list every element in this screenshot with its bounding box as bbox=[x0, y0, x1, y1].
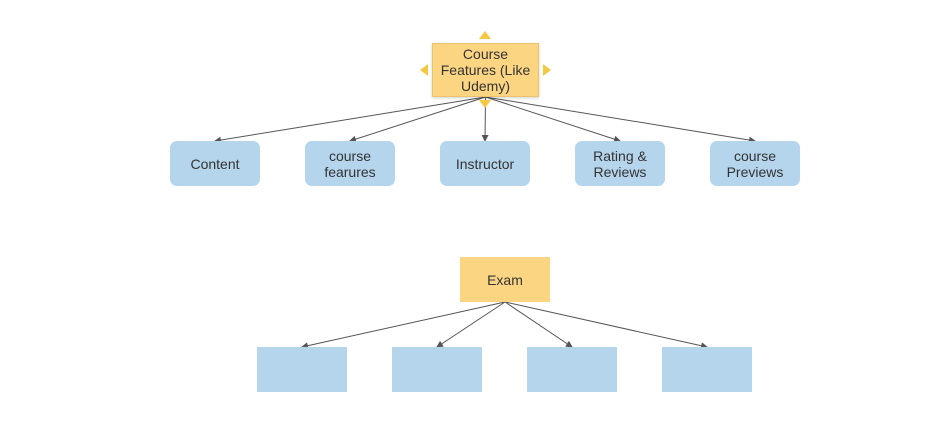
instructor-node[interactable]: Instructor bbox=[440, 141, 530, 186]
exam-child-node[interactable] bbox=[662, 347, 752, 392]
rating-reviews-node[interactable]: Rating & Reviews bbox=[575, 141, 665, 186]
exam-child-node[interactable] bbox=[527, 347, 617, 392]
connector-arrow[interactable] bbox=[349, 96, 486, 143]
connector-arrow[interactable] bbox=[504, 301, 708, 350]
content-node[interactable]: Content bbox=[170, 141, 260, 186]
connector-arrow[interactable] bbox=[485, 96, 621, 143]
connector-arrow[interactable] bbox=[214, 96, 486, 144]
resize-handle-down-icon[interactable] bbox=[479, 100, 491, 108]
course-fearures-node[interactable]: course fearures bbox=[305, 141, 395, 186]
resize-handle-right-icon[interactable] bbox=[543, 64, 551, 76]
exam-child-node[interactable] bbox=[392, 347, 482, 392]
course-previews-node[interactable]: course Previews bbox=[710, 141, 800, 186]
connector-arrow[interactable] bbox=[485, 96, 756, 144]
resize-handle-up-icon[interactable] bbox=[479, 31, 491, 39]
resize-handle-left-icon[interactable] bbox=[420, 64, 428, 76]
course-features-node[interactable]: Course Features (Like Udemy) bbox=[432, 43, 539, 97]
connector-arrow[interactable] bbox=[504, 301, 573, 348]
connector-arrow[interactable] bbox=[436, 301, 506, 348]
exam-child-node[interactable] bbox=[257, 347, 347, 392]
exam-node[interactable]: Exam bbox=[460, 257, 550, 302]
connector-arrow[interactable] bbox=[301, 301, 506, 350]
